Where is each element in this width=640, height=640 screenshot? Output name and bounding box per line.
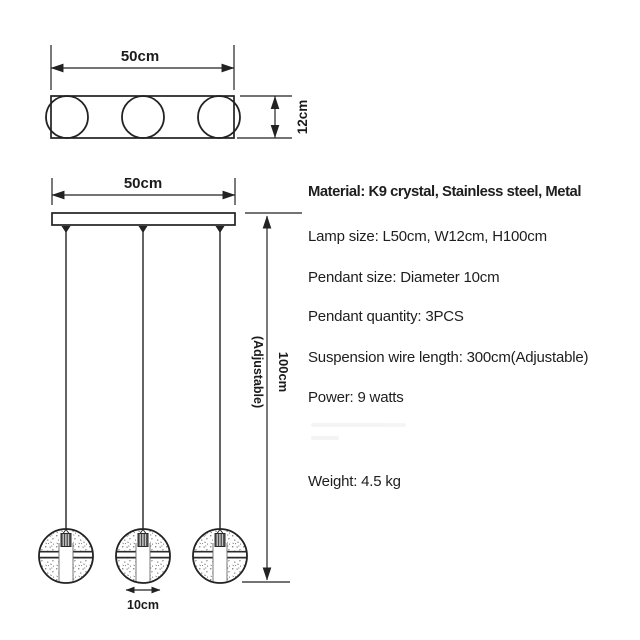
top-view-width-label: 50cm [121,48,159,65]
front-view-width-label: 50cm [124,175,162,192]
spec-wire-length: Suspension wire length: 300cm(Adjustable… [308,349,589,366]
top-view-hole [121,95,165,139]
top-view-diagram: 50cm 12cm [45,45,310,139]
spec-lamp-size: Lamp size: L50cm, W12cm, H100cm [308,228,547,245]
pendant-diameter-label: 10cm [127,598,159,612]
front-view-width-dimension: 50cm [51,175,236,205]
top-view-hole [45,95,89,139]
spec-weight: Weight: 4.5 kg [308,473,401,490]
front-view-diagram: 50cm 10cm [39,175,302,612]
top-view-height-dimension: 12cm [237,95,310,139]
top-view-height-label: 12cm [295,100,310,135]
spec-material: Material: K9 crystal, Stainless steel, M… [308,184,581,200]
wire-connector [215,226,225,233]
wire-connector [61,226,71,233]
wire-connector [138,226,148,233]
top-view-hole [197,95,241,139]
pendant-diameter-dimension: 10cm [125,586,161,612]
spec-power: Power: 9 watts [308,389,404,406]
spec-pendant-size: Pendant size: Diameter 10cm [308,269,500,286]
spec-pendant-quantity: Pendant quantity: 3PCS [308,308,464,325]
ceiling-canopy-bar [51,212,236,226]
faint-erased-text [311,423,431,449]
suspension-wires [61,226,225,530]
top-view-width-dimension: 50cm [50,45,235,90]
drop-height-label: 100cm [276,352,291,392]
drop-height-note: (Adjustable) [251,336,265,408]
drop-height-dimension: 100cm (Adjustable) [242,212,302,583]
